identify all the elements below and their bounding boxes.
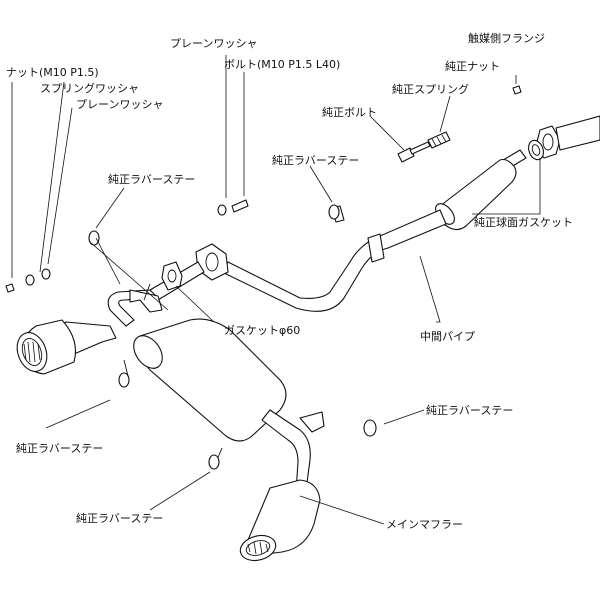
leader-lines bbox=[11, 55, 541, 525]
label-bolt-spec: ボルト(M10 P1.5 L40) bbox=[224, 58, 340, 71]
spherical-gasket bbox=[528, 139, 544, 161]
gasket-60 bbox=[161, 261, 183, 291]
genuine-spring bbox=[427, 131, 451, 149]
label-rubber-stay-bottom: 純正ラバーステー bbox=[76, 512, 163, 525]
label-spherical-gasket: 純正球面ガスケット bbox=[474, 215, 573, 229]
label-genuine-nut: 純正ナット bbox=[445, 60, 500, 73]
genuine-bolt bbox=[397, 141, 431, 163]
bolt-top bbox=[217, 199, 249, 216]
label-plain-washer-left: プレーンワッシャ bbox=[76, 98, 163, 111]
label-main-muffler: メインマフラー bbox=[386, 518, 463, 531]
catalyst-flange bbox=[535, 115, 600, 159]
label-genuine-spring: 純正スプリング bbox=[392, 82, 469, 96]
label-genuine-bolt: 純正ボルト bbox=[322, 106, 377, 119]
label-rubber-stay-top: 純正ラバーステー bbox=[108, 173, 195, 186]
label-gasket-60: ガスケットφ60 bbox=[224, 324, 300, 337]
label-plain-washer-top: プレーンワッシャ bbox=[170, 37, 257, 50]
label-nut-spec: ナット(M10 P1.5) bbox=[6, 66, 99, 79]
label-center-pipe: 中間パイプ bbox=[420, 330, 475, 343]
nut-washers-left bbox=[5, 268, 51, 293]
label-rubber-stay-right: 純正ラバーステー bbox=[426, 404, 513, 417]
label-rubber-stay-mid: 純正ラバーステー bbox=[272, 154, 359, 167]
label-catalyst-flange: 触媒側フランジ bbox=[468, 31, 545, 45]
label-spring-washer: スプリングワッシャ bbox=[40, 81, 139, 95]
rubber-stay-rings bbox=[88, 204, 377, 470]
genuine-nut bbox=[512, 85, 522, 95]
main-muffler bbox=[16, 283, 325, 562]
label-rubber-stay-left: 純正ラバーステー bbox=[16, 442, 103, 455]
center-pipe bbox=[149, 149, 527, 312]
